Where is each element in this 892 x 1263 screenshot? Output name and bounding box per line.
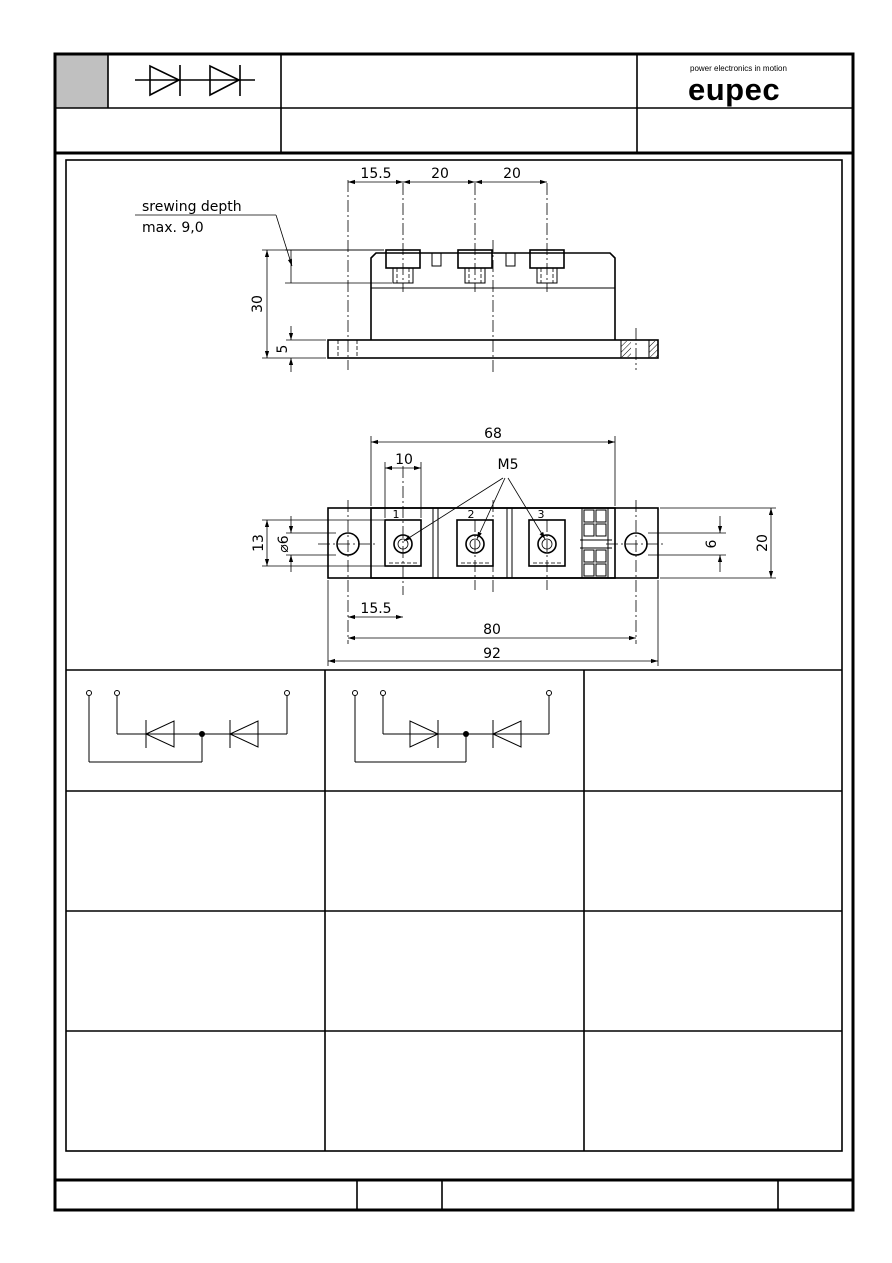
brand-logo: eupec [688,72,780,107]
dim-label-20-a: 20 [431,166,449,182]
dim-label-10: 10 [395,452,413,468]
terminal-number-2: 2 [468,508,475,521]
header-block: power electronics in motion eupec [55,55,853,153]
top-view-drawing: 1 2 3 M5 68 10 13 ⌀6 6 [251,426,776,666]
dim-label-15-5-bottom: 15.5 [360,601,391,617]
footer-block [356,1180,779,1210]
dim-label-hole-diameter: ⌀6 [276,535,292,552]
dim-label-80: 80 [483,622,501,638]
content-grid [65,159,843,1152]
thread-label-m5: M5 [498,457,519,473]
diode-pair-symbol-icon [135,64,255,97]
dim-label-20: 20 [755,534,771,552]
terminal-number-1: 1 [393,508,400,521]
note-line-1: srewing depth [142,199,242,215]
outer-frame [53,52,855,1212]
brand-tagline: power electronics in motion [690,64,787,73]
note-line-2: max. 9,0 [142,220,204,236]
dim-label-15-5-top: 15.5 [360,166,391,182]
screwing-depth-note: srewing depth max. 9,0 [135,199,293,267]
dim-label-13: 13 [251,534,267,552]
dim-label-68: 68 [484,426,502,442]
dim-label-20-b: 20 [503,166,521,182]
header-swatch [56,55,108,108]
terminal-number-3: 3 [538,508,545,521]
dim-label-5: 5 [275,345,291,354]
circuit-diagram-1 [86,690,290,763]
circuit-diagram-2 [352,690,552,763]
dim-label-6: 6 [704,539,720,548]
aux-connector [580,508,612,578]
side-view-drawing: 15.5 20 20 srewing depth max. 9,0 30 5 [135,166,659,372]
dim-label-30: 30 [250,295,266,313]
dim-label-92: 92 [483,646,501,662]
